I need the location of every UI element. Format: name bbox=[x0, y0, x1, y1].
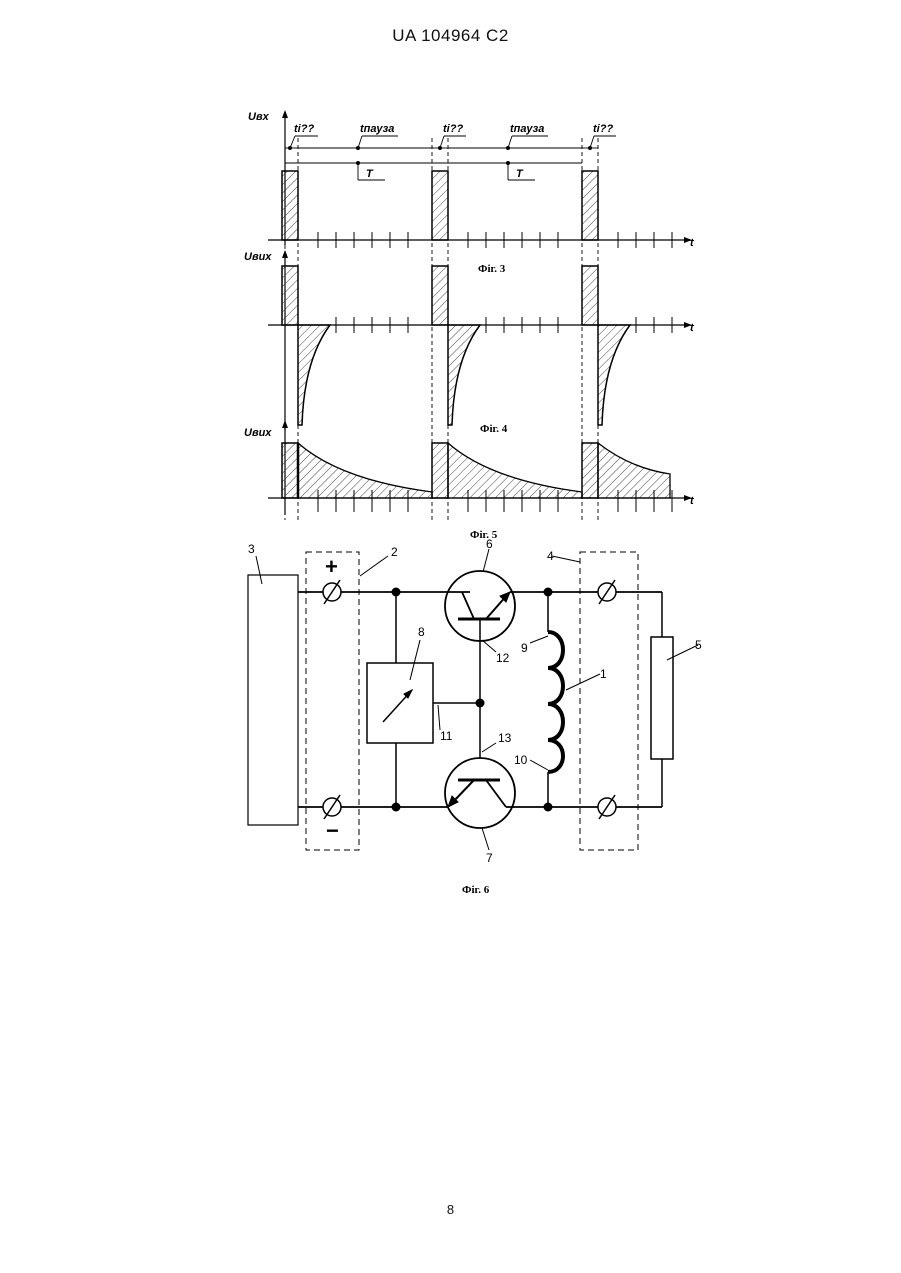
ref-6: 6 bbox=[486, 537, 493, 551]
page-number: 8 bbox=[0, 1202, 901, 1217]
inductor-coil bbox=[548, 632, 563, 772]
fig4-decay-2 bbox=[448, 325, 480, 425]
terminal-out-top bbox=[598, 580, 616, 604]
fig3-pulse-2 bbox=[432, 171, 448, 240]
fig3-x-label: t bbox=[690, 237, 695, 249]
load-resistor bbox=[651, 637, 673, 759]
fig4-decay-1 bbox=[298, 325, 330, 425]
fig5-decay-1 bbox=[298, 443, 432, 498]
fig5-x-label: t bbox=[690, 495, 695, 507]
ref-5: 5 bbox=[695, 638, 702, 652]
fig3-pulse-1 bbox=[282, 171, 298, 240]
fig6-circuit bbox=[248, 549, 698, 850]
ref-7: 7 bbox=[486, 851, 493, 865]
fig4-diagram: Uвих t Фіг. 4 bbox=[244, 250, 695, 435]
fig5-decay-3 bbox=[598, 443, 670, 498]
fig3-timing-label-4: tпауза bbox=[510, 123, 544, 135]
ref-8: 8 bbox=[418, 625, 425, 639]
fig4-y-label: Uвих bbox=[244, 251, 272, 263]
fig3-period-label-2: T bbox=[516, 168, 524, 180]
fig5-caption: Фіг. 5 bbox=[470, 529, 498, 541]
fig3-period-label-1: T bbox=[366, 168, 374, 180]
fig3-timing-label-1: ti?? bbox=[294, 123, 314, 135]
fig4-decay-3 bbox=[598, 325, 630, 425]
fig3-y-label: Uвх bbox=[248, 111, 270, 123]
power-source-block bbox=[248, 575, 298, 825]
fig5-diagram: Uвих t Фіг. 5 bbox=[244, 420, 695, 541]
fig3-pulse-3 bbox=[582, 171, 598, 240]
fig3-timing-label-2: tпауза bbox=[360, 123, 394, 135]
transistor-bottom bbox=[445, 758, 515, 828]
minus-sign: − bbox=[326, 818, 339, 843]
terminal-plus bbox=[323, 580, 341, 604]
fig5-y-label: Uвих bbox=[244, 427, 272, 439]
fig3-timing-label-5: ti?? bbox=[593, 123, 613, 135]
ref-3: 3 bbox=[248, 542, 255, 556]
terminal-minus bbox=[323, 795, 341, 819]
ref-12: 12 bbox=[496, 651, 510, 665]
ref-13: 13 bbox=[498, 731, 512, 745]
terminal-out-bottom bbox=[598, 795, 616, 819]
ref-9: 9 bbox=[521, 641, 528, 655]
ref-4: 4 bbox=[547, 549, 554, 563]
fig5-decay-2 bbox=[448, 443, 582, 498]
fig4-caption: Фіг. 4 bbox=[480, 423, 508, 435]
fig3-caption: Фіг. 3 bbox=[478, 263, 506, 275]
ref-2: 2 bbox=[391, 545, 398, 559]
fig3-timing-label-3: ti?? bbox=[443, 123, 463, 135]
plus-sign: + bbox=[325, 554, 338, 579]
fig4-x-label: t bbox=[690, 322, 695, 334]
ref-10: 10 bbox=[514, 753, 528, 767]
ref-1: 1 bbox=[600, 667, 607, 681]
fig6-caption: Фіг. 6 bbox=[462, 884, 490, 896]
ref-11: 11 bbox=[440, 729, 453, 743]
